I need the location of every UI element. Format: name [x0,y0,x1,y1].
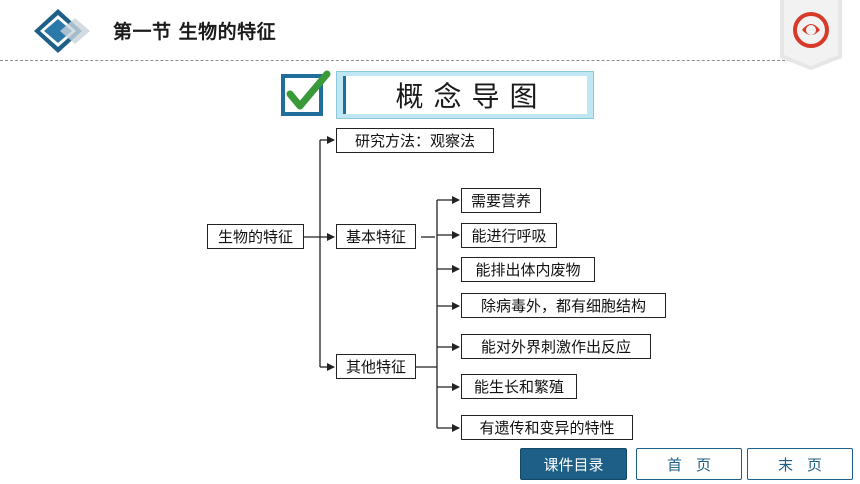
checkbox-check-icon [281,70,331,116]
feature-node-2: 能进行呼吸 [461,223,557,248]
root-node: 生物的特征 [207,224,304,249]
concept-diagram: 生物的特征 研究方法：观察法 基本特征 其他特征 需要营养 能进行呼吸 能排出体… [207,127,667,440]
last-page-button[interactable]: 末页 [747,448,853,480]
page-title: 第一节 生物的特征 [113,21,277,43]
other-features-node: 其他特征 [336,354,416,379]
basic-features-node: 基本特征 [336,224,416,249]
feature-node-7: 有遗传和变异的特性 [461,415,633,440]
feature-node-3: 能排出体内废物 [461,257,595,282]
feature-node-5: 能对外界刺激作出反应 [461,334,651,359]
header-divider [0,60,790,61]
diagram-connectors [304,136,460,432]
method-node: 研究方法：观察法 [336,128,494,153]
toc-button[interactable]: 课件目录 [520,448,627,480]
feature-node-6: 能生长和繁殖 [461,374,577,399]
concept-title-banner: 概念导图 [336,71,594,119]
first-page-button[interactable]: 首页 [636,448,742,480]
concept-title: 概念导图 [395,80,548,113]
feature-node-4: 除病毒外，都有细胞结构 [461,293,666,318]
feature-node-1: 需要营养 [461,188,541,213]
header-diamond-icon [34,9,90,53]
publisher-logo-icon [780,0,842,70]
